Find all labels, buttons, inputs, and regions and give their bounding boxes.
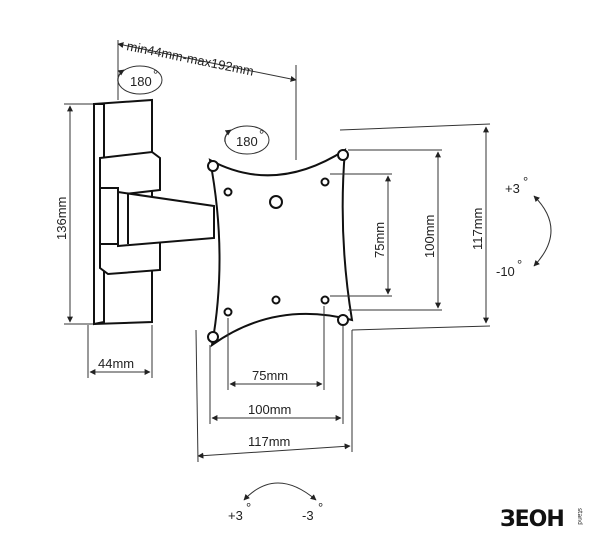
tilt-indicator: +3 ° -10 ° bbox=[496, 174, 552, 279]
vesa-v-75-label: 75mm bbox=[372, 222, 387, 258]
rotate-left-degree: ° bbox=[246, 500, 251, 515]
tilt-down-label: -10 bbox=[496, 264, 515, 279]
tilt-up-label: +3 bbox=[505, 181, 520, 196]
tilt-up-degree: ° bbox=[523, 174, 528, 189]
brand-logo-sub: stand bbox=[576, 508, 583, 525]
brand-logo: ЗЕОН stand bbox=[500, 507, 583, 532]
rotate-left-label: +3 bbox=[228, 508, 243, 523]
swivel-head-indicator: 180 ° bbox=[224, 125, 270, 155]
arm-range-label: min44mm-max192mm bbox=[125, 38, 255, 78]
plate-depth-label: 44mm bbox=[98, 356, 134, 371]
vesa-plate bbox=[207, 148, 354, 348]
tilt-down-degree: ° bbox=[517, 257, 522, 272]
rotation-indicator: +3 ° -3 ° bbox=[228, 482, 323, 523]
vesa-h-75-label: 75mm bbox=[252, 368, 288, 383]
swing-arm bbox=[117, 190, 215, 248]
vesa-v-100-label: 100mm bbox=[422, 215, 437, 258]
vesa-vertical-dimensions: 75mm 100mm 117mm bbox=[330, 123, 491, 331]
vesa-h-100-label: 100mm bbox=[248, 402, 291, 417]
plate-height-dimension: 136mm bbox=[54, 103, 100, 325]
brand-logo-text: ЗЕОН bbox=[500, 507, 564, 532]
plate-depth-dimension: 44mm bbox=[87, 325, 153, 378]
swivel-head-degree: ° bbox=[259, 127, 264, 142]
rotate-right-label: -3 bbox=[302, 508, 314, 523]
vesa-v-117-label: 117mm bbox=[470, 208, 485, 250]
rotate-right-degree: ° bbox=[318, 500, 323, 515]
swivel-wall-indicator: 180 ° bbox=[117, 65, 163, 95]
vesa-horizontal-dimensions: 75mm 100mm 117mm bbox=[195, 306, 353, 463]
swivel-head-label: 180 bbox=[236, 134, 258, 149]
swivel-wall-label: 180 bbox=[130, 74, 152, 89]
swivel-wall-degree: ° bbox=[153, 67, 158, 82]
plate-height-label: 136mm bbox=[54, 197, 69, 240]
vesa-h-117-label: 117mm bbox=[248, 434, 290, 449]
